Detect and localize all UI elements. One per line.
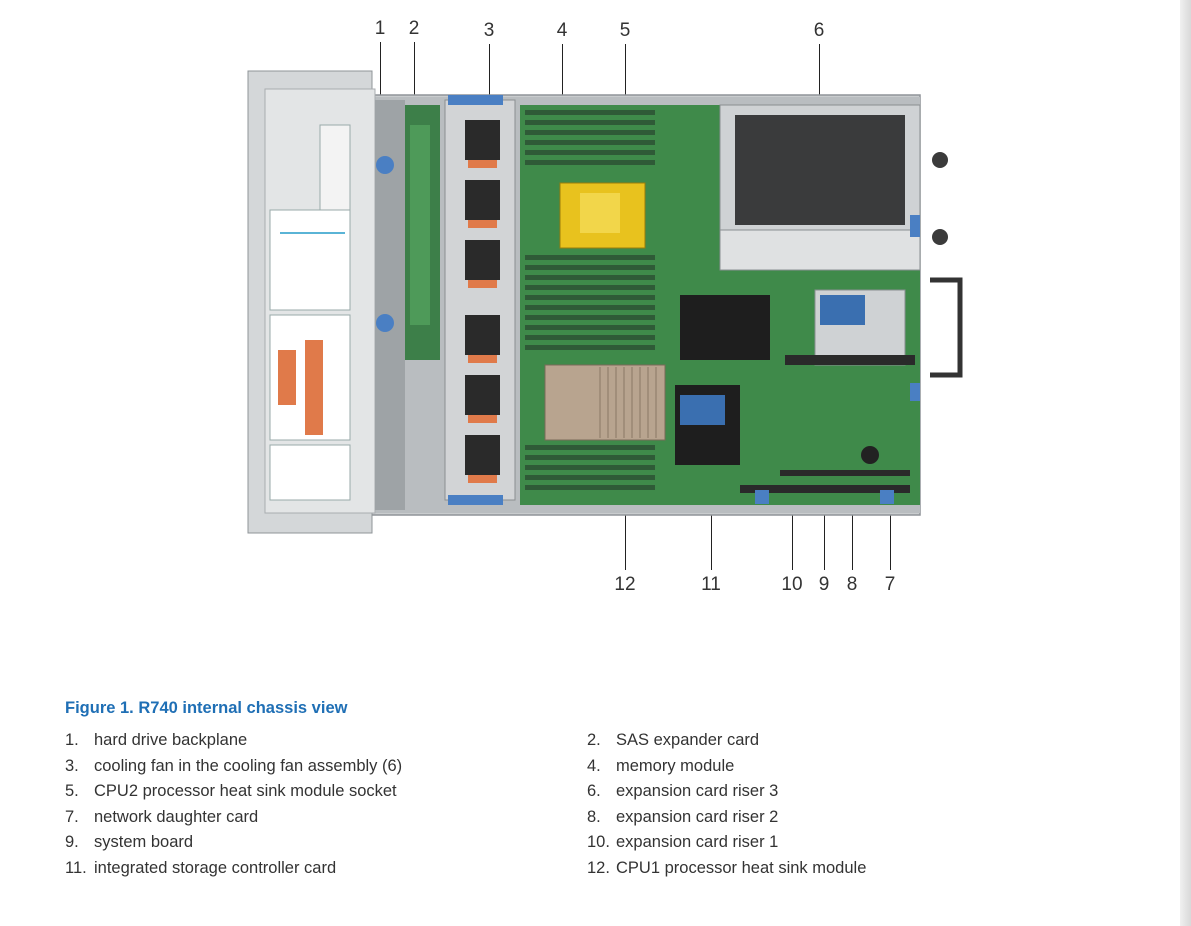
legend-number: 6. [587,782,601,800]
figure-caption: Figure 1. R740 internal chassis view [65,699,348,717]
legend-item: 8. expansion card riser 2 [587,808,778,827]
callout-7: 7 [884,574,896,595]
legend-item: 9. system board [65,833,193,852]
legend-item: 6. expansion card riser 3 [587,782,778,801]
r740-chassis-illustration [247,70,963,534]
legend-item: 2. SAS expander card [587,731,759,750]
legend-number: 10. [587,833,610,851]
legend-number: 3. [65,757,79,775]
legend-item: 7. network daughter card [65,808,258,827]
leader-line-11 [711,482,712,570]
legend-label: hard drive backplane [94,731,248,749]
legend-label: cooling fan in the cooling fan assembly … [94,757,403,775]
legend-number: 1. [65,731,79,749]
page-edge-shadow [1180,0,1191,926]
legend-number: 9. [65,833,79,851]
legend-item: 3. cooling fan in the cooling fan assembl… [65,757,402,776]
callout-9: 9 [818,574,830,595]
legend-label: system board [94,833,194,851]
legend-number: 8. [587,808,601,826]
callout-8: 8 [846,574,858,595]
legend-label: SAS expander card [616,731,760,749]
callout-10: 10 [781,574,803,595]
legend-number: 4. [587,757,601,775]
legend-label: expansion card riser 3 [616,782,779,800]
legend-number: 7. [65,808,79,826]
legend-label: CPU1 processor heat sink module [616,859,867,877]
callout-3: 3 [483,20,495,41]
leader-line-10 [792,500,793,570]
legend-label: expansion card riser 2 [616,808,779,826]
callout-11: 11 [701,574,721,595]
leader-line-3 [489,44,490,129]
legend-item: 10. expansion card riser 1 [587,833,778,852]
legend-label: memory module [616,757,735,775]
legend-label: CPU2 processor heat sink module socket [94,782,397,800]
callout-2: 2 [408,18,420,39]
legend-number: 12. [587,859,610,877]
callout-4: 4 [556,20,568,41]
legend-item: 4. memory module [587,757,734,776]
legend-item: 5. CPU2 processor heat sink module socket [65,782,397,801]
legend-number: 5. [65,782,79,800]
leader-line-2 [414,42,415,112]
callout-1: 1 [374,18,386,39]
legend-label: expansion card riser 1 [616,833,779,851]
legend-item: 12. CPU1 processor heat sink module [587,859,866,878]
callout-6: 6 [813,20,825,41]
legend-label: integrated storage controller card [94,859,337,877]
legend-label: network daughter card [94,808,259,826]
leader-line-6 [819,44,820,114]
callout-12: 12 [614,574,636,595]
leader-line-4 [562,44,563,144]
legend-item: 11. integrated storage controller card [65,859,336,878]
legend-number: 2. [587,731,601,749]
legend-number: 11. [65,859,87,877]
callout-5: 5 [619,20,631,41]
legend-item: 1. hard drive backplane [65,731,247,750]
